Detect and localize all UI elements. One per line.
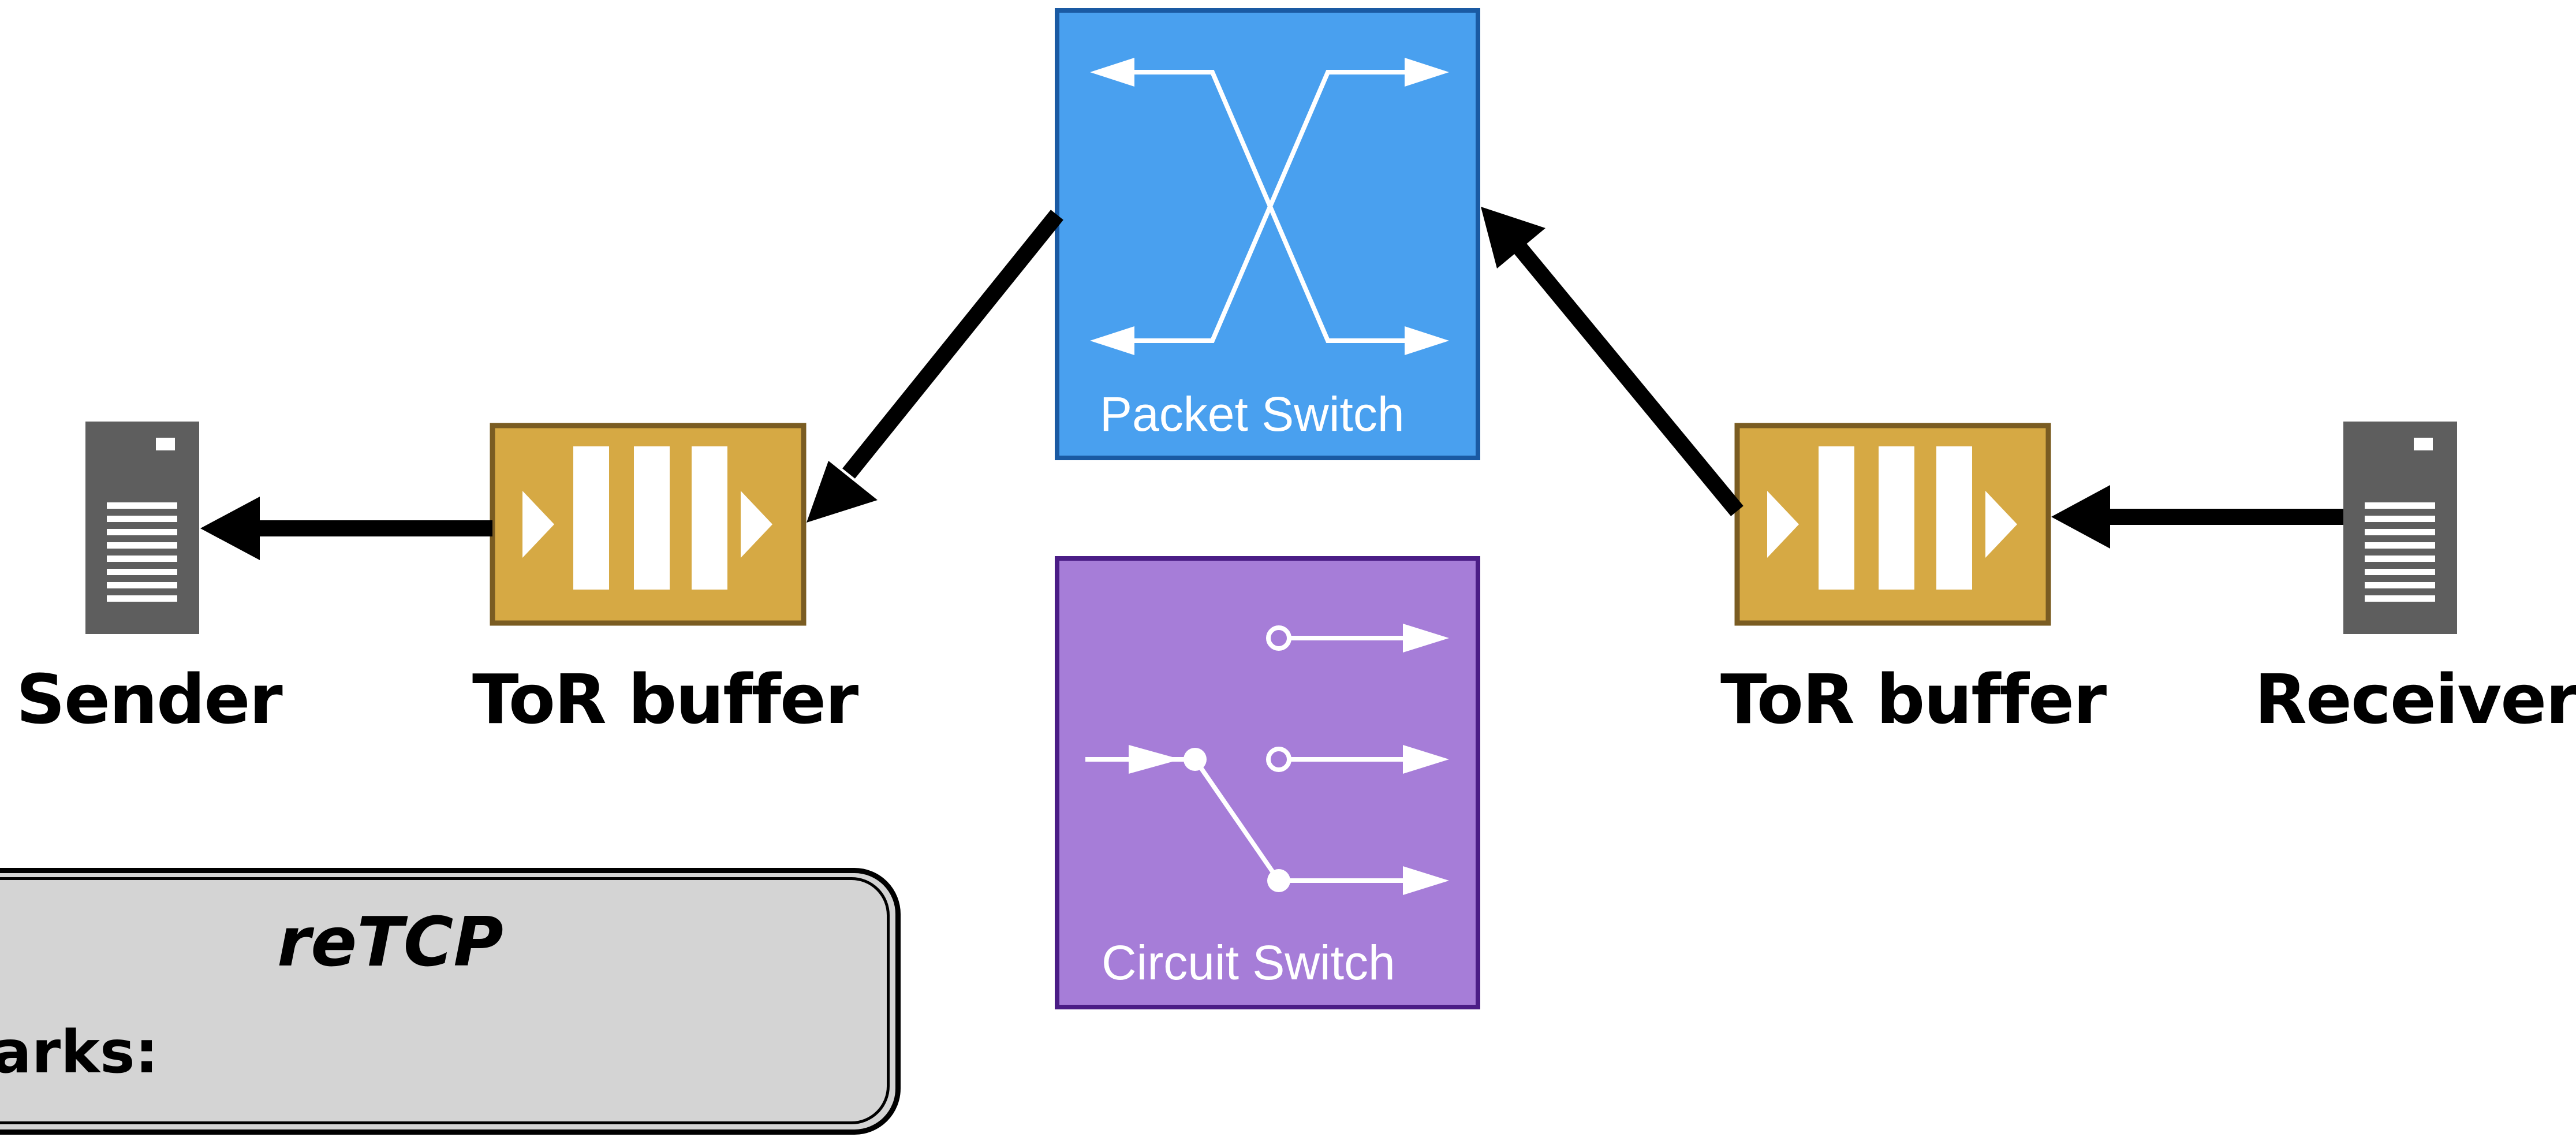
queue-icon (522, 446, 772, 590)
crossbar-icon (1090, 58, 1449, 355)
tor-buffer-right-label: ToR buffer (1720, 659, 2107, 739)
receiver-server (2343, 422, 2457, 634)
tor-buffer-left-label: ToR buffer (472, 659, 858, 739)
circuit-toggle-icon (1085, 624, 1449, 895)
sender-label: Sender (16, 659, 283, 739)
packet-switch (1055, 8, 1480, 460)
retcp-panel (0, 868, 901, 1135)
circuit-switch-label: Circuit Switch (1102, 935, 1395, 990)
retcp-title: reTCP (277, 902, 503, 982)
tor-buffer-left (490, 423, 807, 626)
server-icon (85, 422, 199, 634)
circuit-switch (1055, 556, 1480, 1009)
retcp-remarks-label: arks: (0, 1018, 159, 1087)
arrowhead-tor-left (807, 461, 878, 523)
sender-server (85, 422, 199, 634)
arrowhead-sender (200, 497, 260, 560)
tor-buffer-right (1734, 423, 2051, 626)
receiver-label: Receiver (2254, 659, 2576, 739)
packet-switch-label: Packet Switch (1100, 387, 1405, 441)
arrowhead-tor-right (2051, 485, 2110, 549)
arrow-packet-to-tor-left (842, 210, 1063, 479)
arrow-tor-right-to-packet (1514, 243, 1744, 516)
arrowhead-packet (1481, 207, 1545, 269)
arrows (200, 207, 2343, 560)
queue-icon (1767, 446, 2017, 590)
server-icon (2343, 422, 2457, 634)
